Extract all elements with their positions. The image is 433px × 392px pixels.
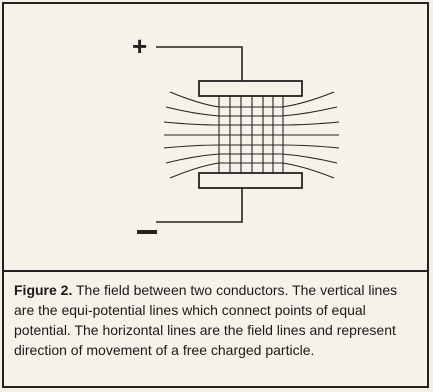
field-lines <box>163 91 340 179</box>
field-line <box>165 106 338 117</box>
field-line <box>165 153 338 164</box>
field-line <box>169 91 335 108</box>
figure-frame: + <box>2 2 429 388</box>
positive-wire <box>156 46 243 81</box>
field-line <box>163 121 340 126</box>
equipotential-lines <box>218 96 284 173</box>
caption-text: The field between two conductors. The ve… <box>14 282 398 358</box>
field-line <box>169 162 335 179</box>
negative-terminal-label <box>137 230 157 234</box>
field-line <box>163 144 340 149</box>
bottom-plate <box>198 172 303 189</box>
capacitor-field-diagram: + <box>4 4 427 270</box>
figure-caption: Figure 2. The field between two conducto… <box>4 270 427 386</box>
caption-lead: Figure 2. <box>14 282 73 298</box>
top-plate <box>198 80 303 97</box>
positive-terminal-label: + <box>132 31 147 61</box>
negative-wire <box>156 188 243 223</box>
